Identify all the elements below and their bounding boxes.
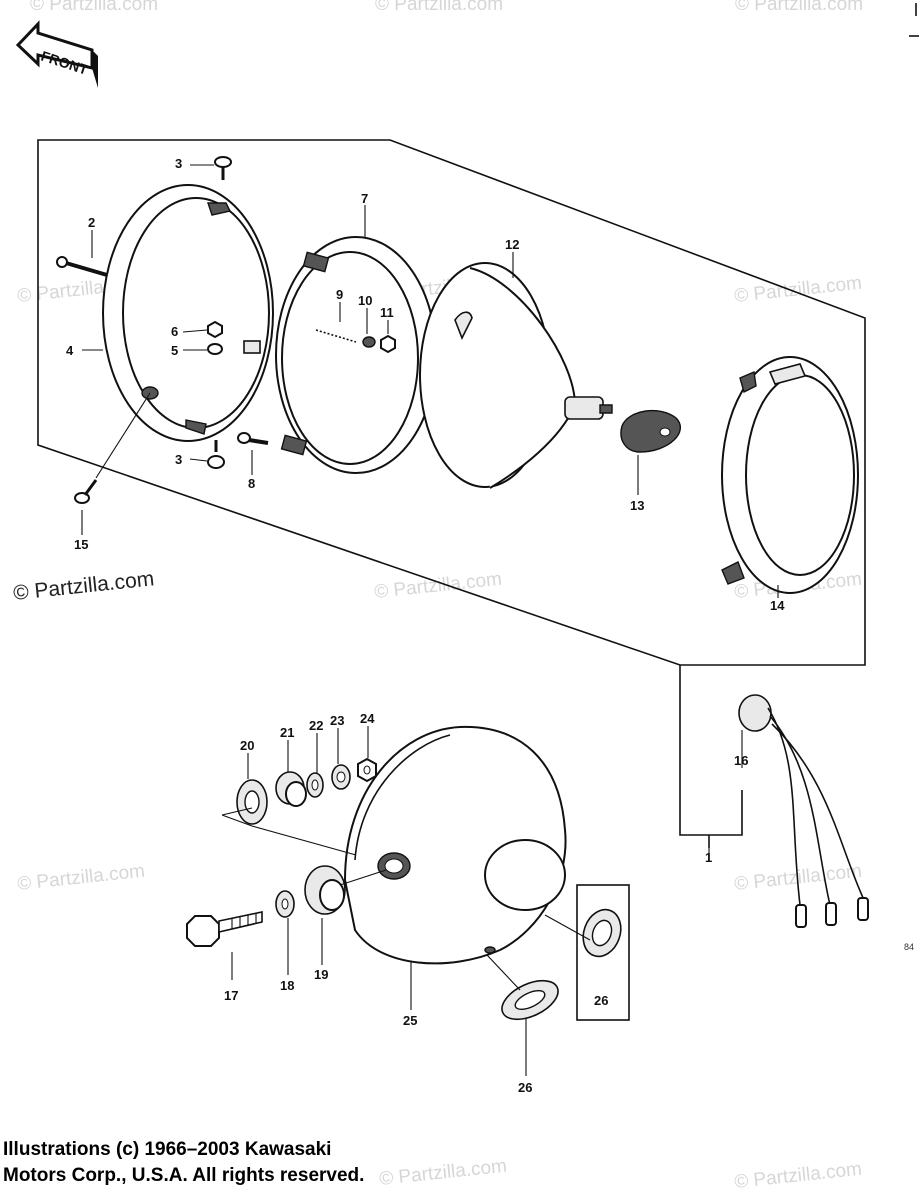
screw-part-8 — [237, 432, 269, 445]
grommet-part-26-boxed — [544, 884, 630, 1021]
callout-1: 1 — [705, 850, 712, 865]
callout-7: 7 — [361, 191, 368, 206]
mounting-ring-part — [243, 236, 437, 474]
callout-12: 12 — [505, 237, 519, 252]
watermark: © Partzilla.com — [733, 1159, 863, 1193]
callout-3-bottom: 3 — [175, 452, 182, 467]
callout-21: 21 — [280, 725, 294, 740]
assembly-bracket — [37, 139, 866, 848]
watermark: © Partzilla.com — [375, 0, 503, 15]
callout-labels: 1 2 3 3 4 5 6 7 8 9 10 11 12 13 14 15 16… — [66, 156, 785, 1095]
copyright-footer: Illustrations (c) 1966–2003 Kawasaki Mot… — [3, 1137, 364, 1189]
screw-part-3-bottom — [207, 440, 225, 469]
copyright-line-2: Motors Corp., U.S.A. All rights reserved… — [3, 1165, 365, 1186]
screw-part-2 — [56, 256, 108, 277]
callout-25: 25 — [403, 1013, 417, 1028]
screw-part-15 — [74, 392, 151, 504]
watermark: © Partzilla.com — [16, 861, 146, 895]
watermark-prominent: © Partzilla.com — [12, 567, 155, 605]
grommet-part-26-lower — [486, 954, 559, 1021]
callout-20: 20 — [240, 738, 254, 753]
callout-4: 4 — [66, 343, 74, 358]
bolt-part-17 — [186, 911, 263, 947]
callout-9: 9 — [336, 287, 343, 302]
callout-3-top: 3 — [175, 156, 182, 171]
nut-part-6 — [207, 320, 223, 339]
callout-23: 23 — [330, 713, 344, 728]
corner-marks — [909, 3, 919, 37]
callout-6: 6 — [171, 324, 178, 339]
callout-17: 17 — [224, 988, 238, 1003]
headlight-housing-part — [343, 725, 567, 965]
callout-19: 19 — [314, 967, 328, 982]
callout-16: 16 — [734, 753, 748, 768]
callout-22: 22 — [309, 718, 323, 733]
nut-part-10 — [362, 336, 376, 348]
callout-15: 15 — [74, 537, 88, 552]
watermark-layer: © Partzilla.com © Partzilla.com © Partzi… — [12, 0, 863, 1193]
washer-part-5 — [207, 343, 223, 355]
callout-8: 8 — [248, 476, 255, 491]
callout-11: 11 — [380, 305, 394, 320]
washer-part-23 — [331, 764, 351, 790]
watermark: © Partzilla.com — [378, 1156, 508, 1190]
front-arrow: FRONT — [15, 20, 98, 88]
callout-18: 18 — [280, 978, 294, 993]
callout-26-boxed: 26 — [594, 993, 608, 1008]
screw-part-3-top — [214, 156, 232, 180]
collar-part-21 — [275, 771, 307, 807]
socket-part-13 — [620, 410, 682, 453]
bushing-part-19 — [304, 865, 346, 915]
rim-ring-part — [102, 184, 274, 442]
headlight-rim-part — [721, 356, 859, 594]
washer-part-18 — [275, 890, 295, 918]
callout-5: 5 — [171, 343, 178, 358]
diagram-code: 84 — [904, 942, 915, 952]
watermark: © Partzilla.com — [733, 273, 863, 307]
nut-part-24 — [357, 757, 377, 783]
callout-26-lower: 26 — [518, 1080, 532, 1095]
leader-lines-upper-hardware — [221, 807, 357, 856]
callout-13: 13 — [630, 498, 644, 513]
sealed-beam-part — [419, 262, 613, 489]
grommet-part-20 — [236, 779, 268, 825]
copyright-line-1: Illustrations (c) 1966–2003 Kawasaki — [3, 1139, 332, 1160]
nut-part-11 — [380, 334, 396, 354]
callout-14: 14 — [770, 598, 785, 613]
callout-10: 10 — [358, 293, 372, 308]
callout-2: 2 — [88, 215, 95, 230]
adjust-screw-part-9 — [315, 329, 357, 343]
callout-leaders — [81, 164, 779, 1076]
leader-line-lower-hardware — [339, 869, 387, 886]
wiring-harness-part — [738, 694, 869, 928]
watermark: © Partzilla.com — [735, 0, 863, 15]
callout-24: 24 — [360, 711, 375, 726]
washer-part-22 — [306, 772, 324, 798]
watermark: © Partzilla.com — [30, 0, 158, 15]
